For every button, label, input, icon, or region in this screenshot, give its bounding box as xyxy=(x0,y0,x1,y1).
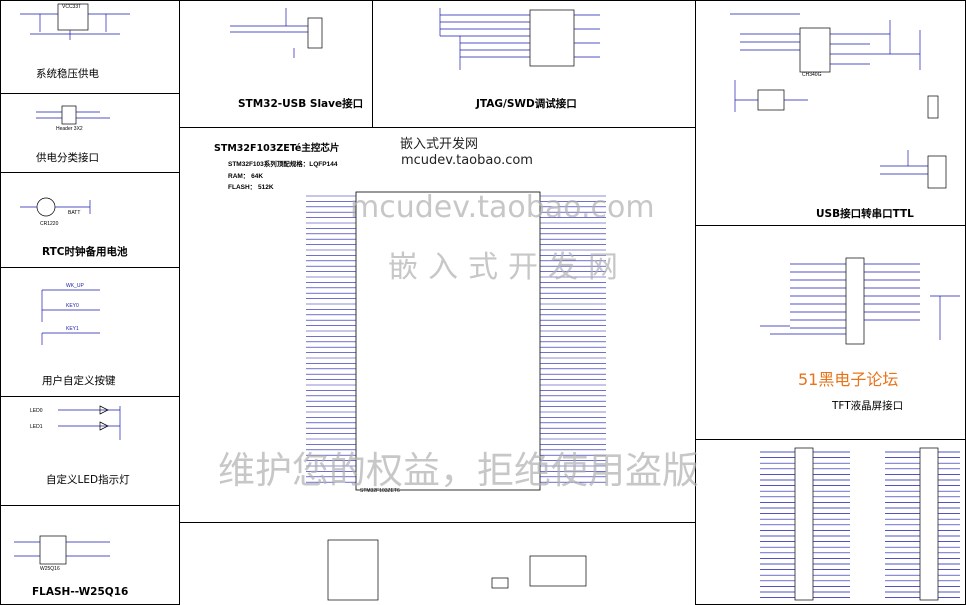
tft-title: TFT液晶屏接口 xyxy=(832,400,904,412)
reg-chip-label: VCC33T xyxy=(62,4,82,10)
led1-label: LED1 xyxy=(30,424,43,430)
mcu-spec-1: STM32F103系列顶配规格：LQFP144 xyxy=(228,161,338,168)
key0-label: KEY0 xyxy=(66,303,79,309)
flash-chip-label: W25Q16 xyxy=(40,566,60,572)
leds-title: 自定义LED指示灯 xyxy=(46,474,130,486)
led0-label: LED0 xyxy=(30,408,43,414)
mcu-spec-3: FLASH： 512K xyxy=(228,184,274,191)
rtc-batt-label: BATT xyxy=(68,210,81,216)
mcu-spec-2: RAM： 64K xyxy=(228,173,264,180)
power-split-title: 供电分类接口 xyxy=(36,152,99,164)
key-up-label: WK_UP xyxy=(66,283,84,289)
rtc-cap-label: CR1220 xyxy=(40,221,59,227)
flash-title: FLASH--W25Q16 xyxy=(32,586,129,598)
split-header-label: Header 3X2 xyxy=(56,126,83,132)
mcu-title: STM32F103ZETé主控芯片 xyxy=(214,143,340,154)
ttl-chip-label: CH340G xyxy=(802,72,822,78)
usb-ttl-title: USB接口转串口TTL xyxy=(816,208,914,220)
jtag-title: JTAG/SWD调试接口 xyxy=(476,98,577,110)
usb-slave-title: STM32-USB Slave接口 xyxy=(238,98,364,110)
key1-label: KEY1 xyxy=(66,326,79,332)
mcu-chip-label: STM32F103ZET6 xyxy=(360,488,400,494)
keys-title: 用户自定义按键 xyxy=(42,375,116,387)
rtc-title: RTC时钟备用电池 xyxy=(42,246,128,258)
power-reg-title: 系统稳压供电 xyxy=(36,68,99,80)
